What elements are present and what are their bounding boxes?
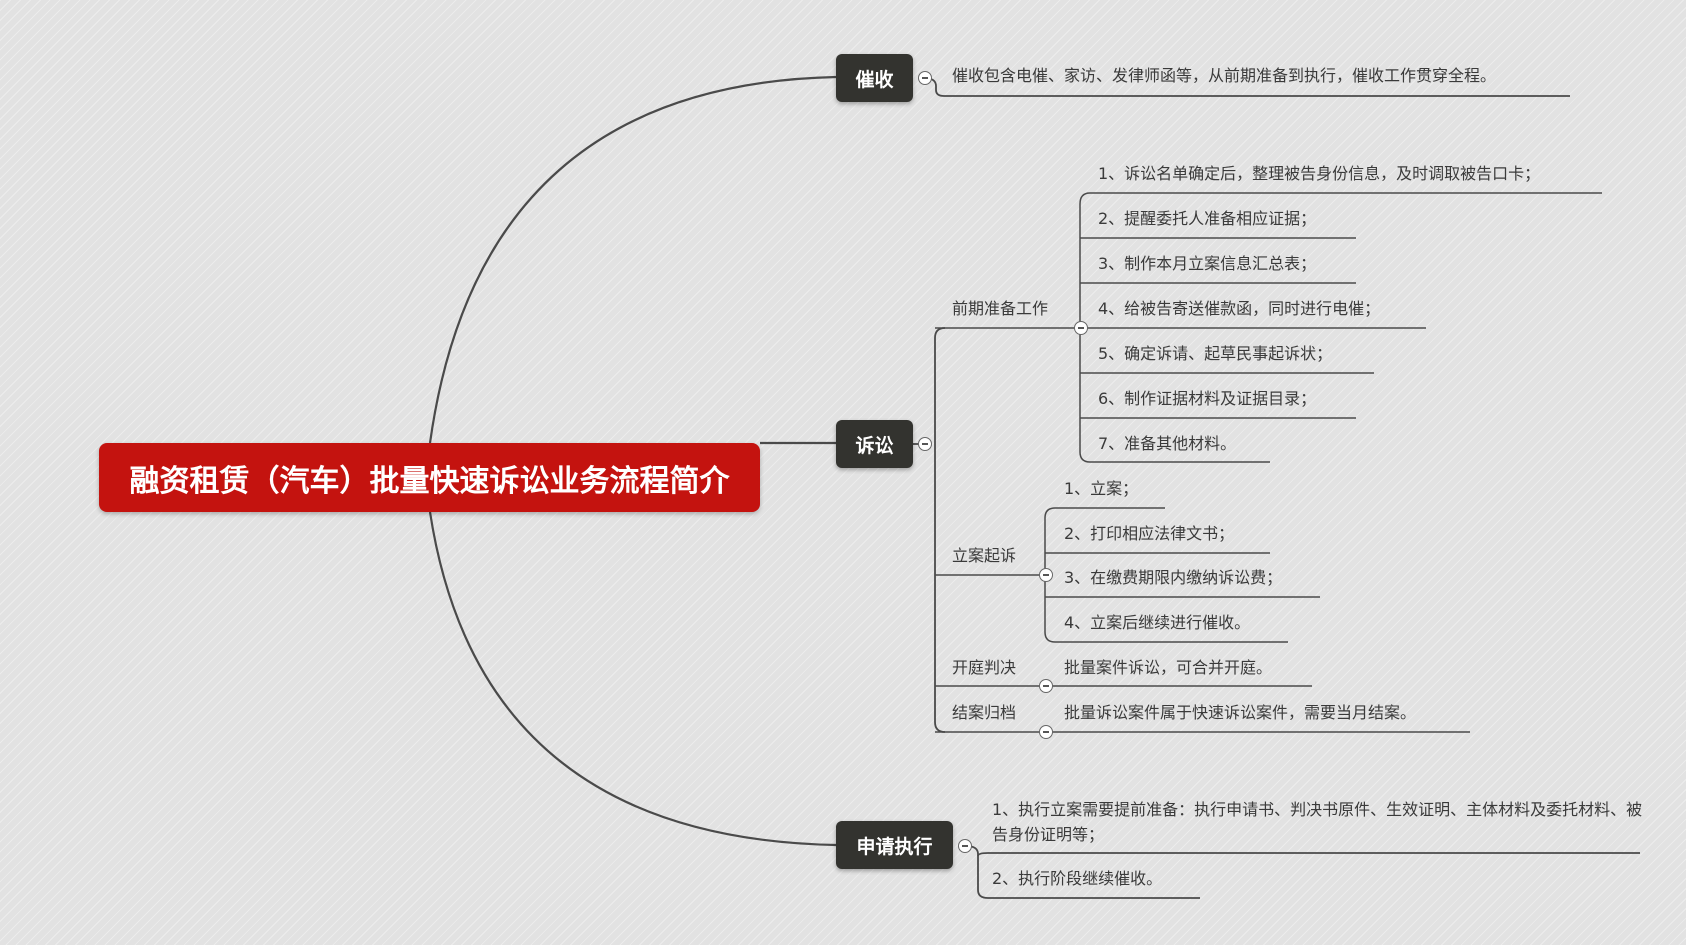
closing-note[interactable]: 批量诉讼案件属于快速诉讼案件，需要当月结案。 [1064,703,1417,722]
filing-item[interactable]: 3、在缴费期限内缴纳诉讼费； [1064,568,1283,587]
collapse-execution-icon[interactable] [958,839,972,853]
collapse-prep-icon[interactable] [1074,321,1088,335]
branch-execution[interactable]: 申请执行 [836,821,953,869]
collapse-filing-icon[interactable] [1039,568,1053,582]
prep-item[interactable]: 1、诉讼名单确定后，整理被告身份信息，及时调取被告口卡； [1098,164,1541,183]
subtopic-prep[interactable]: 前期准备工作 [952,299,1049,318]
filing-item[interactable]: 2、打印相应法律文书； [1064,524,1235,543]
branch-litigation[interactable]: 诉讼 [836,420,913,468]
prep-item[interactable]: 3、制作本月立案信息汇总表； [1098,254,1317,273]
filing-item[interactable]: 1、立案； [1064,479,1139,498]
prep-item[interactable]: 7、准备其他材料。 [1098,434,1237,453]
collapse-litigation-icon[interactable] [918,437,932,451]
collection-note[interactable]: 催收包含电催、家访、发律师函等，从前期准备到执行，催收工作贯穿全程。 [952,66,1497,85]
prep-item[interactable]: 4、给被告寄送催款函，同时进行电催； [1098,299,1381,318]
central-topic[interactable]: 融资租赁（汽车）批量快速诉讼业务流程简介 [99,443,760,512]
subtopic-filing[interactable]: 立案起诉 [952,546,1017,565]
prep-item[interactable]: 6、制作证据材料及证据目录； [1098,389,1317,408]
prep-item[interactable]: 2、提醒委托人准备相应证据； [1098,209,1317,228]
subtopic-closing[interactable]: 结案归档 [952,703,1017,722]
collapse-closing-icon[interactable] [1039,725,1053,739]
branch-collection[interactable]: 催收 [836,54,913,102]
prep-item[interactable]: 5、确定诉请、起草民事起诉状； [1098,344,1333,363]
filing-item[interactable]: 4、立案后继续进行催收。 [1064,613,1251,632]
subtopic-trial[interactable]: 开庭判决 [952,658,1017,677]
collapse-trial-icon[interactable] [1039,679,1053,693]
execution-item[interactable]: 1、执行立案需要提前准备：执行申请书、判决书原件、生效证明、主体材料及委托材料、… [992,800,1643,844]
execution-item[interactable]: 2、执行阶段继续催收。 [992,869,1163,888]
collapse-collection-icon[interactable] [918,71,932,85]
trial-note[interactable]: 批量案件诉讼，可合并开庭。 [1064,658,1273,677]
